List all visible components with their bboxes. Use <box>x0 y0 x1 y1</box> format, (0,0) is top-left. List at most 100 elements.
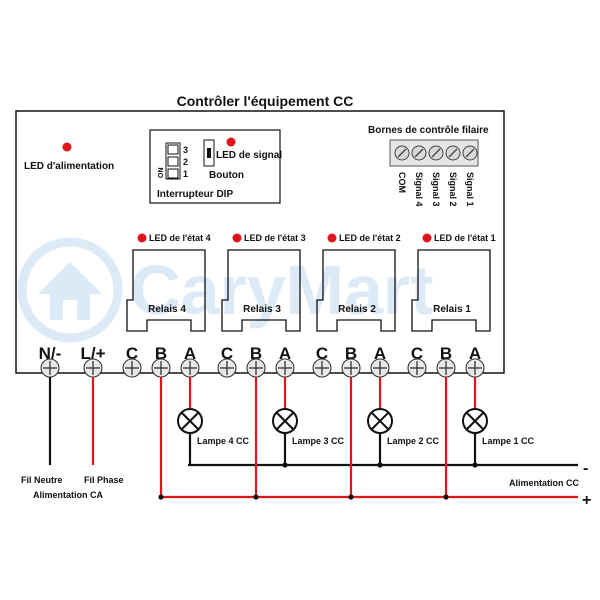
wired-terminal-label: COM <box>397 172 407 193</box>
junction-dot <box>377 462 383 468</box>
relay-outline <box>126 249 206 332</box>
wired-control-terminals: Bornes de contrôle filaire COM Signal 4 Si… <box>368 125 489 207</box>
power-led <box>62 142 72 152</box>
relay-outline <box>316 249 396 332</box>
relay-blocks: LED de l'état 4 Relais 4 LED de l'état 3 Re… <box>126 233 496 332</box>
signal-led <box>226 137 236 147</box>
power-terminal-label: N/- <box>39 344 62 363</box>
relay-label: Relais 3 <box>243 304 281 315</box>
lamp-icon <box>462 408 488 434</box>
power-terminal-screw <box>83 358 103 378</box>
relay-block-4: LED de l'état 4 Relais 4 <box>126 233 211 332</box>
dip-number-1: 1 <box>183 169 188 179</box>
diagram-title: Contrôler l'équipement CC <box>177 93 354 109</box>
dip-number-2: 2 <box>183 157 188 167</box>
relay-terminal-screw <box>217 358 237 378</box>
relay-terminal-screw <box>436 358 456 378</box>
relay-terminal-label: C <box>126 344 138 363</box>
relay-label: Relais 2 <box>338 304 376 315</box>
relay-terminal-screw <box>180 358 200 378</box>
wired-terminal-label: Signal 1 <box>465 172 475 207</box>
lamp-label: Lampe 4 CC <box>197 436 250 446</box>
relay-terminal-label: A <box>279 344 291 363</box>
house-logo-icon <box>17 237 123 343</box>
relay-label: Relais 1 <box>433 304 471 315</box>
wired-screw-4 <box>445 145 461 161</box>
relay-outline <box>411 249 491 332</box>
lamp-icon <box>272 408 298 434</box>
relay-terminal-label: C <box>221 344 233 363</box>
dip-switch-1 <box>167 168 179 179</box>
ac-supply-label: Alimentation CA <box>33 490 104 500</box>
lamp-label: Lampe 2 CC <box>387 436 440 446</box>
dip-switch-3 <box>167 144 179 155</box>
junction-dot <box>158 494 164 500</box>
relay-terminal-label: A <box>374 344 386 363</box>
relay-terminal-label: B <box>345 344 357 363</box>
relay-terminal-screw <box>246 358 266 378</box>
lamp-label: Lampe 1 CC <box>482 436 535 446</box>
relay-block-3: LED de l'état 3 Relais 3 <box>221 233 306 332</box>
status-led-label: LED de l'état 1 <box>434 233 496 243</box>
dip-switch <box>165 142 181 180</box>
watermark: CaryMart <box>17 237 433 343</box>
wired-screw-2 <box>411 145 427 161</box>
lamp-icon <box>367 408 393 434</box>
relay-terminal-screw <box>312 358 332 378</box>
relay-terminal-label: B <box>250 344 262 363</box>
power-terminal-screw <box>40 358 60 378</box>
relay-terminal-screw <box>151 358 171 378</box>
wired-terminal-label: Signal 2 <box>448 172 458 207</box>
relay-label: Relais 4 <box>148 304 186 315</box>
wired-terminal-label: Signal 3 <box>431 172 441 207</box>
relay-terminal-label: A <box>184 344 196 363</box>
relay-terminal-screw <box>275 358 295 378</box>
junction-dot <box>282 462 288 468</box>
power-terminal-label: L/+ <box>80 344 105 363</box>
relay-terminal-label: B <box>155 344 167 363</box>
relay-terminal-screw <box>341 358 361 378</box>
minus-sign: - <box>583 460 588 477</box>
junction-dot <box>472 462 478 468</box>
wired-terminal-labels: COM Signal 4 Signal 3 Signal 2 Signal 1 <box>397 172 475 207</box>
relay-block-1: LED de l'état 1 Relais 1 <box>411 233 496 332</box>
wired-terminals-title: Bornes de contrôle filaire <box>368 125 489 136</box>
button-icon <box>203 139 215 167</box>
button-label: Bouton <box>209 170 244 181</box>
relay-block-2: LED de l'état 2 Relais 2 <box>316 233 401 332</box>
watermark-text: CaryMart <box>130 251 433 329</box>
neutral-wire-label: Fil Neutre <box>21 475 63 485</box>
relay-terminal-screw <box>465 358 485 378</box>
status-led-label: LED de l'état 2 <box>339 233 401 243</box>
status-led <box>422 233 432 243</box>
plus-sign: + <box>582 492 591 509</box>
dip-switch-panel: 3 2 1 ON Interrupteur DIP Bouton LED de … <box>149 129 282 204</box>
junction-dot <box>253 494 259 500</box>
junction-dot <box>443 494 449 500</box>
signal-led-label: LED de signal <box>216 150 282 161</box>
dip-on-label: ON <box>158 168 165 179</box>
status-led-label: LED de l'état 4 <box>149 233 211 243</box>
dip-panel-frame <box>149 129 281 204</box>
wiring: Lampe 4 CC Lampe 3 CC Lampe 2 CC Lampe 1 CC <box>48 377 578 500</box>
status-led <box>137 233 147 243</box>
relay-terminal-screw <box>122 358 142 378</box>
relay-terminal-screw <box>407 358 427 378</box>
lamp-label: Lampe 3 CC <box>292 436 345 446</box>
wired-screw-3 <box>428 145 444 161</box>
relay-terminal-label: B <box>440 344 452 363</box>
junction-dot <box>348 494 354 500</box>
power-led-label: LED d'alimentation <box>24 161 114 172</box>
status-led <box>232 233 242 243</box>
status-led <box>327 233 337 243</box>
dip-switch-label: Interrupteur DIP <box>157 189 233 200</box>
button-knob <box>207 148 211 158</box>
wired-terminal-label: Signal 4 <box>414 172 424 207</box>
status-led-label: LED de l'état 3 <box>244 233 306 243</box>
wired-screw-1 <box>394 145 410 161</box>
dip-switch-2 <box>167 156 179 167</box>
relay-terminal-label: C <box>316 344 328 363</box>
phase-wire-label: Fil Phase <box>84 475 124 485</box>
